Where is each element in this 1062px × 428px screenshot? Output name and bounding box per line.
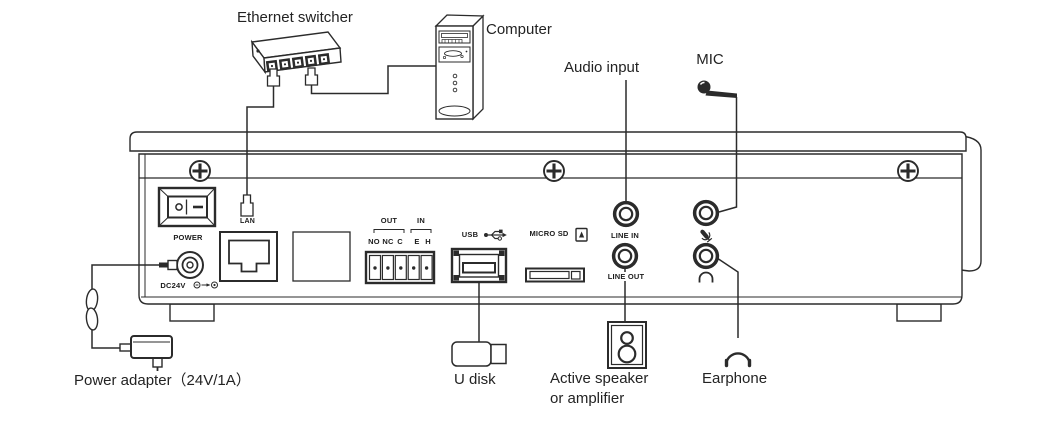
active-speaker-label-line1: Active speaker	[550, 370, 649, 387]
earphone-icon	[724, 352, 752, 368]
lan-plug-icon	[240, 194, 254, 217]
active-speaker-label-line2: or amplifier	[550, 390, 625, 407]
lan-cable	[246, 65, 436, 196]
terminal-label-c: C	[397, 237, 403, 246]
mic-jack	[692, 199, 720, 227]
earphone-jack	[692, 242, 720, 270]
usb-trident-icon	[484, 229, 507, 241]
u-disk-label: U disk	[454, 371, 496, 388]
rj45-plug-icon-left	[266, 68, 281, 87]
mic-label: MIC	[696, 51, 724, 68]
device-top-lid	[129, 131, 967, 152]
screw-icon-right	[897, 160, 919, 182]
earphone-label: Earphone	[702, 370, 768, 387]
ethernet-switcher-icon	[250, 31, 342, 75]
relay-out-label: OUT	[380, 216, 398, 225]
mic-cable	[718, 97, 738, 213]
device-foot-left	[169, 303, 215, 322]
terminal-label-e: E	[414, 237, 420, 246]
line-in-jack	[612, 200, 640, 228]
line-in-label: LINE IN	[610, 231, 640, 240]
usb-port	[450, 247, 508, 284]
speaker-icon	[607, 321, 647, 369]
power-switch	[157, 186, 217, 228]
screw-icon-left	[189, 160, 211, 182]
dc-jack	[159, 251, 204, 279]
sd-slot	[525, 267, 585, 283]
lan-label: LAN	[240, 218, 255, 225]
line-out-jack	[611, 242, 639, 270]
lan-port	[219, 231, 278, 282]
screw-icon-middle	[543, 160, 565, 182]
line-out-label: LINE OUT	[595, 271, 657, 281]
terminal-label-no: NO	[368, 237, 380, 246]
terminal-label-h: H	[425, 237, 431, 246]
power-adapter-icon	[119, 335, 173, 371]
relay-in-label: IN	[417, 216, 425, 225]
device-side-panel	[960, 135, 982, 272]
power-switch-label: POWER	[173, 233, 203, 242]
mic-symbol-icon	[700, 229, 713, 243]
cable-coil-icon	[85, 288, 99, 331]
dc24v-label: DC24V	[160, 280, 186, 290]
earphone-cable	[716, 257, 739, 338]
ethernet-switcher-label: Ethernet switcher	[237, 9, 353, 26]
audio-input-label: Audio input	[564, 59, 640, 76]
terminal-block	[364, 229, 436, 285]
computer-label: Computer	[486, 21, 552, 38]
micro-sd-label: MICRO SD	[529, 228, 569, 238]
headphone-symbol-icon	[698, 271, 714, 283]
polarity-icon	[193, 281, 218, 289]
u-disk-icon	[451, 341, 507, 367]
usb-label: USB	[461, 229, 479, 239]
terminal-label-nc: NC	[382, 237, 394, 246]
blank-port	[292, 231, 351, 282]
mic-icon	[697, 80, 737, 98]
device-foot-right	[896, 303, 942, 322]
power-adapter-label: Power adapter（24V/1A）	[74, 372, 251, 389]
computer-icon	[434, 14, 485, 121]
rj45-plug-icon-right	[304, 67, 319, 86]
sd-card-icon	[575, 227, 588, 242]
